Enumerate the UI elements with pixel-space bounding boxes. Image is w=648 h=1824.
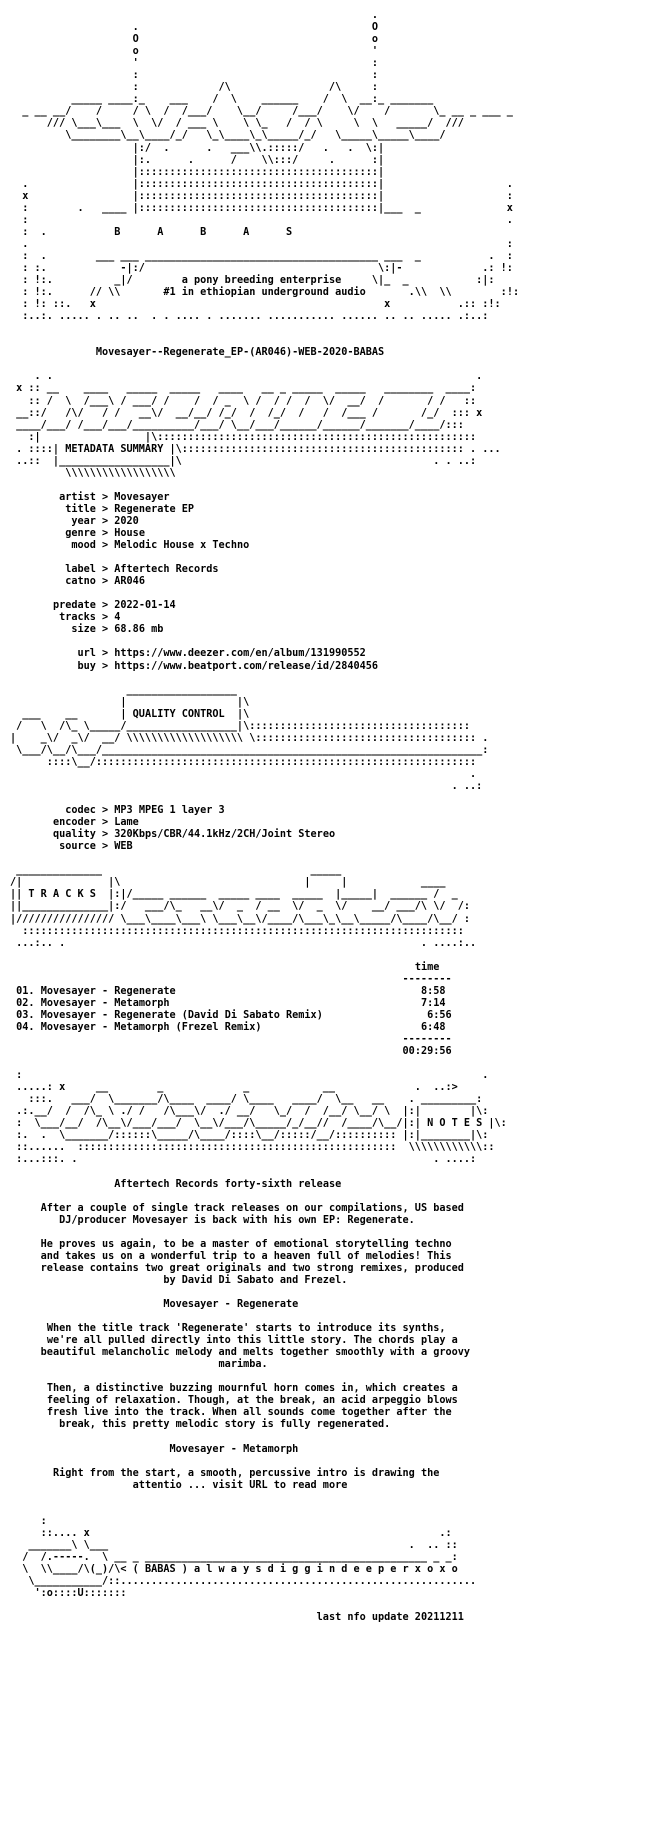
brand-letters: B A B A S: [114, 226, 293, 238]
notes-para-4-line-1: Then, a distinctive buzzing mournful hor…: [46, 1383, 458, 1395]
quality-row-quality: quality > 320Kbps/CBR/44.1kHz/2CH/Joint …: [52, 829, 336, 841]
notes-para-5-line-1: Right from the start, a smooth, percussi…: [52, 1467, 440, 1479]
quality-row-encoder: encoder > Lame: [52, 817, 139, 829]
track-title: Movesayer - Regenerate (David Di Sabato …: [40, 1009, 323, 1021]
section-title-metadata: METADATA SUMMARY: [65, 443, 164, 455]
meta-row-genre: genre > House: [65, 528, 145, 540]
meta-title: Regenerate EP: [114, 503, 195, 515]
meta-buy-link[interactable]: https://www.beatport.com/release/id/2840…: [114, 660, 379, 672]
meta-artist: Movesayer: [114, 491, 170, 503]
track-time: 8:58: [420, 985, 446, 997]
meta-row-title: title > Regenerate EP: [65, 503, 195, 515]
quality-banner-art: __________________ | |\ ___ __ |: [22, 684, 250, 720]
footer-tagline: < ( BABAS ) a l w a y s d i g g i n d e …: [120, 1564, 458, 1576]
tracklist-time-header: time: [414, 961, 440, 973]
release-name: Movesayer--Regenerate_EP-(AR046)-WEB-202…: [95, 347, 385, 359]
track-time: 6:48: [420, 1021, 446, 1033]
meta-row-buy: buy > https://www.beatport.com/release/i…: [77, 660, 379, 672]
notes-para-2-line-4: by David Di Sabato and Frezel.: [163, 1274, 348, 1286]
notes-para-1-line-1: After a couple of single track releases …: [40, 1202, 464, 1214]
track-row-3: 03. Movesayer - Regenerate (David Di Sab…: [16, 1010, 452, 1021]
notes-para-3-line-4: marimba.: [218, 1359, 268, 1371]
logo-art: . . O O o o ': [22, 10, 513, 238]
meta-row-predate: predate > 2022-01-14: [52, 600, 176, 612]
track-row-1: 01. Movesayer - Regenerate 8:58: [16, 986, 445, 997]
tracks-banner-art: ______________ _____ /| |\ | | ____ ||: [10, 865, 446, 901]
track-time: 7:14: [420, 997, 446, 1009]
quality-quality: 320Kbps/CBR/44.1kHz/2CH/Joint Stereo: [114, 829, 336, 841]
quality-encoder: Lame: [114, 817, 139, 829]
sub-tagline: #1 in ethiopian underground audio: [163, 287, 366, 299]
section-title-tracks: T R A C K S: [28, 889, 96, 901]
track-num: 02.: [16, 997, 35, 1009]
notes-para-3-line-3: beautiful melancholic melody and melts t…: [40, 1347, 471, 1359]
notes-subheading-regenerate: Movesayer - Regenerate: [163, 1299, 299, 1311]
quality-row-source: source > WEB: [59, 841, 133, 853]
nfo-document: . . O O o o ': [10, 10, 520, 1624]
track-row-4: 04. Movesayer - Metamorph (Frezel Remix)…: [16, 1022, 445, 1033]
notes-para-4-line-4: break, this pretty melodic story is full…: [59, 1419, 391, 1431]
notes-para-5-line-2: attentio ... visit URL to read more: [132, 1479, 348, 1491]
meta-mood: Melodic House x Techno: [114, 540, 250, 552]
meta-genre: House: [114, 528, 145, 540]
notes-heading: Aftertech Records forty-sixth release: [114, 1178, 342, 1190]
track-title: Movesayer - Metamorph: [40, 997, 170, 1009]
quality-source: WEB: [114, 841, 133, 853]
meta-label: Aftertech Records: [114, 564, 219, 576]
quality-row-codec: codec > MP3 MPEG 1 layer 3: [65, 805, 225, 817]
meta-url-link[interactable]: https://www.deezer.com/en/album/13199055…: [114, 648, 366, 660]
section-title-notes: N O T E S: [427, 1118, 483, 1130]
track-num: 01.: [16, 985, 35, 997]
meta-row-label: label > Aftertech Records: [65, 564, 219, 576]
track-time: 6:56: [427, 1009, 452, 1021]
track-title: Movesayer - Metamorph (Frezel Remix): [40, 1021, 262, 1033]
track-row-2: 02. Movesayer - Metamorph 7:14: [16, 998, 445, 1009]
section-title-quality: QUALITY CONTROL: [132, 708, 225, 720]
tracklist-total-time: 00:29:56: [402, 1046, 452, 1058]
meta-size: 68.86 mb: [114, 624, 164, 636]
meta-row-size: size > 68.86 mb: [71, 624, 164, 636]
notes-banner-art: : . .....: x __ _ _ __ . ..:> :::. ___/ …: [16, 1070, 489, 1130]
metadata-banner-art: . . . x :: __ ____ _____ _____ ____ __ _…: [16, 371, 483, 455]
notes-para-3-line-1: When the title track 'Regenerate' starts…: [46, 1323, 446, 1335]
notes-para-1-line-2: DJ/producer Movesayer is back with his o…: [59, 1214, 415, 1226]
quality-codec: MP3 MPEG 1 layer 3: [114, 805, 225, 817]
meta-tracks: 4: [114, 612, 121, 624]
notes-para-2-line-2: and takes us on a wonderful trip to a he…: [40, 1250, 452, 1262]
meta-catno: AR046: [114, 576, 145, 588]
notes-para-2-line-3: release contains two great originals and…: [40, 1262, 464, 1274]
notes-para-2-line-1: He proves us again, to be a master of em…: [40, 1238, 452, 1250]
footer-update: last nfo update 20211211: [316, 1612, 464, 1624]
meta-year: 2020: [114, 515, 139, 527]
meta-row-mood: mood > Melodic House x Techno: [71, 540, 250, 552]
notes-subheading-metamorph: Movesayer - Metamorph: [169, 1443, 299, 1455]
tagline: a pony breeding enterprise: [181, 275, 342, 287]
footer-art: : ::.... x .: _______\ \___ . .. :: / /.…: [22, 1515, 458, 1576]
notes-para-4-line-3: fresh live into the track. When all soun…: [46, 1407, 452, 1419]
meta-row-artist: artist > Movesayer: [59, 491, 170, 503]
track-num: 03.: [16, 1009, 35, 1021]
meta-row-year: year > 2020: [71, 515, 139, 527]
meta-row-url: url > https://www.deezer.com/en/album/13…: [77, 648, 366, 660]
notes-para-4-line-2: feeling of relaxation. Though, at the br…: [46, 1395, 458, 1407]
notes-para-3-line-2: we're all pulled directly into this litt…: [46, 1335, 458, 1347]
meta-predate: 2022-01-14: [114, 600, 176, 612]
meta-row-catno: catno > AR046: [65, 576, 145, 588]
track-title: Movesayer - Regenerate: [40, 985, 176, 997]
track-num: 04.: [16, 1021, 35, 1033]
meta-row-tracks: tracks > 4: [59, 612, 121, 624]
